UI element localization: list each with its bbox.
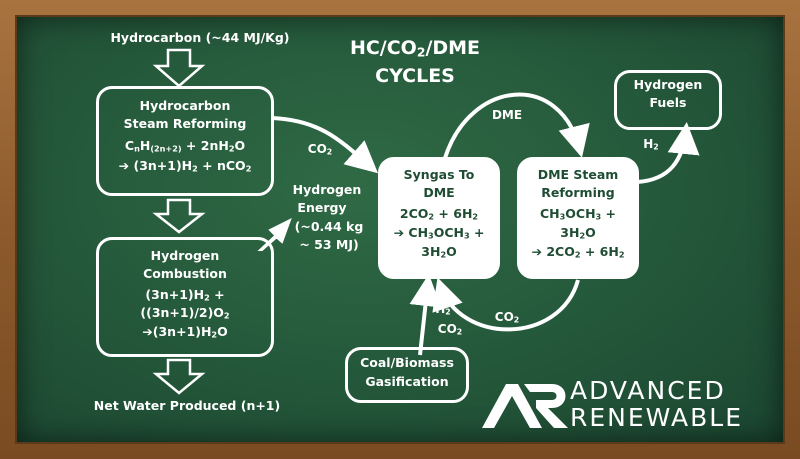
diagram-title-line1: HC/CO2/DME (349, 37, 481, 60)
fuels-label-1: Hydrogen (633, 77, 703, 92)
combustion-equation-1: (3n+1)H2 + (145, 287, 225, 303)
right-arrow-icon: ➔ (118, 158, 134, 173)
syngas-title-1: Syngas To (403, 167, 475, 182)
co2-to-syngas-arrow (271, 116, 379, 174)
co2-label-bottom: CO2 (494, 310, 520, 325)
gasification-label-2: Gasification (365, 374, 449, 389)
logo-line-1: ADVANCED (570, 376, 726, 405)
syngas-equation-2: ➔ CH3OCH3 + (393, 225, 485, 241)
dme-label: DME (491, 108, 523, 122)
dme-flow-arrow (443, 92, 590, 159)
gasification-co2-label: CO2 (437, 322, 463, 337)
combustion-equation-2: ((3n+1)/2)O2 (140, 305, 230, 321)
right-arrow-icon: ➔ (142, 324, 153, 339)
combustion-title-1: Hydrogen (150, 248, 220, 263)
co2-return-arrow (432, 277, 580, 332)
reforming-title-1: Hydrocarbon (139, 98, 231, 113)
gasification-label-1: Coal/Biomass (360, 355, 454, 370)
fuels-label-2: Fuels (649, 95, 687, 110)
output-block-arrow (152, 358, 206, 395)
output-label: Net Water Produced (n+1) (93, 398, 281, 413)
syngas-title-2: DME (423, 185, 455, 200)
reforming-title-2: Steam Reforming (123, 116, 247, 131)
right-arrow-icon: ➔ (393, 225, 409, 240)
hydrogen-combustion-box (96, 237, 274, 357)
hydrocarbon-reforming-box (96, 86, 274, 196)
h2-label-fuels: H2 (643, 137, 659, 152)
energy-label-1: Hydrogen (292, 182, 362, 197)
hydrogen-fuels-box (614, 70, 722, 130)
energy-label-4: ~ 53 MJ) (299, 237, 359, 252)
combustion-title-2: Combustion (143, 266, 227, 281)
gasification-to-syngas-arrow (409, 274, 442, 356)
dme-reforming-equation-2: 3H2O (560, 225, 596, 241)
syngas-equation-1: 2CO2 + 6H2 (399, 206, 479, 222)
input-label: Hydrocarbon (~44 MJ/Kg) (110, 30, 290, 45)
diagram-title-line2: CYCLES (375, 65, 455, 87)
dme-reforming-title-1: DME Steam (537, 167, 619, 182)
energy-label-3: (~0.44 kg (294, 219, 364, 234)
dme-reforming-equation-3: ➔ 2CO2 + 6H2 (531, 244, 625, 260)
reforming-equation-2: ➔ (3n+1)H2 + nCO2 (118, 158, 252, 174)
reforming-equation-1: CnH(2n+2) + 2nH2O (124, 138, 246, 154)
co2-label-left: CO2 (307, 142, 333, 157)
dme-reforming-title-2: Reforming (541, 185, 615, 200)
combustion-equation-3: ➔(3n+1)H2O (142, 324, 228, 340)
syngas-to-dme-box (378, 157, 500, 279)
coal-biomass-gasification-box (345, 347, 469, 403)
gasification-h2-label: H2 (435, 302, 451, 317)
right-arrow-icon: ➔ (531, 244, 547, 259)
advanced-renewable-logo-icon (482, 384, 568, 428)
dme-reforming-equation-1: CH3OCH3 + (539, 206, 617, 222)
h2-to-fuels-arrow (636, 122, 700, 184)
dme-steam-reforming-box (517, 157, 639, 279)
input-block-arrow (152, 48, 206, 88)
logo-line-2: RENEWABLE (570, 403, 743, 432)
energy-label-2: Energy (297, 200, 347, 215)
reforming-to-combustion-block-arrow (152, 198, 206, 234)
syngas-equation-3: 3H2O (421, 244, 457, 260)
